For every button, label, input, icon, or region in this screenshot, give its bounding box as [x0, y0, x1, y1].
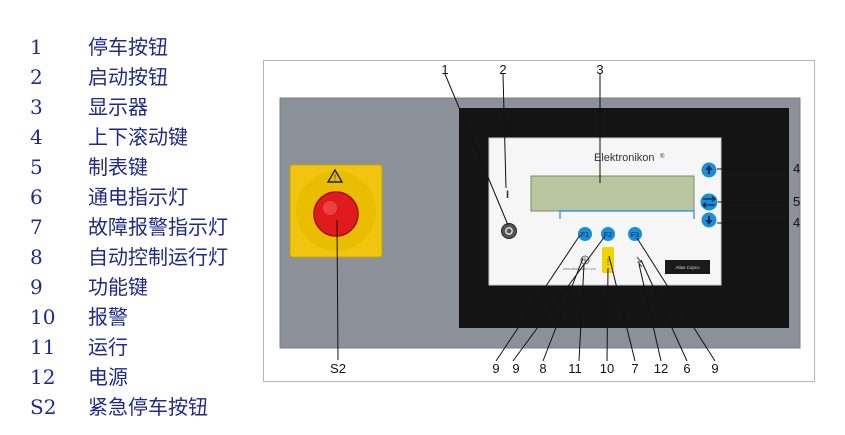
emergency-stop[interactable]: !: [289, 164, 383, 258]
legend-label: 紧急停车按钮: [88, 395, 208, 419]
legend-label: 制表键: [88, 155, 148, 179]
faceplate-small-print: www.atlascopco.com: [563, 267, 596, 271]
legend-label: 报警: [88, 305, 128, 329]
legend-number: 4: [30, 125, 43, 149]
scroll-down-key[interactable]: [701, 212, 717, 228]
estop-button[interactable]: [313, 191, 359, 237]
callout-s2: S2: [330, 361, 346, 376]
stop-button[interactable]: [501, 223, 517, 239]
function-key-f1[interactable]: F1: [578, 227, 592, 241]
scroll-up-key[interactable]: [701, 162, 717, 178]
callout-3: 3: [596, 62, 603, 77]
brand-logo-text: Atlas Copco: [675, 265, 700, 270]
callout-6: 6: [683, 361, 690, 376]
legend-label: 启动按钮: [88, 65, 168, 89]
callout-4-down: 4: [793, 215, 800, 230]
f3-label: F3: [631, 232, 639, 239]
brand-text: Elektronikon: [594, 152, 655, 164]
legend-number: 6: [30, 185, 43, 209]
estop-highlight: [323, 201, 337, 215]
legend-number: 1: [30, 35, 43, 59]
legend-number: 10: [30, 305, 56, 329]
svg-text:!: !: [334, 174, 336, 183]
callout-10: 10: [600, 361, 614, 376]
legend-number: 11: [30, 335, 56, 359]
legend-label: 停车按钮: [88, 35, 168, 59]
tab-arrows-icon: [701, 196, 717, 208]
f2-label: F2: [604, 232, 612, 239]
callout-2: 2: [499, 62, 506, 77]
f1-label: F1: [581, 232, 589, 239]
legend-label: 故障报警指示灯: [88, 215, 228, 239]
callout-11: 11: [568, 361, 582, 376]
callout-12: 12: [654, 361, 668, 376]
callout-8: 8: [539, 361, 546, 376]
controller-figure: ! Elektronikon ® I F1 F2 F3: [263, 60, 815, 382]
callout-9-f3: 9: [711, 361, 718, 376]
legend-label: 运行: [88, 335, 128, 359]
legend-number: 7: [30, 215, 43, 239]
legend-number: 8: [30, 245, 43, 269]
lcd-display: [530, 175, 695, 212]
leader-lines: [336, 73, 789, 362]
callout-4-up: 4: [793, 161, 800, 176]
legend-label: 通电指示灯: [88, 185, 188, 209]
arrow-down-icon: [705, 216, 713, 225]
callout-1: 1: [441, 62, 448, 77]
legend-number: 3: [30, 95, 43, 119]
legend-number: 2: [30, 65, 43, 89]
legend: 1 停车按钮 2 启动按钮 3 显示器 4 上下滚动键 5 制表键 6 通电指示…: [0, 0, 260, 435]
legend-number: S2: [30, 395, 57, 419]
legend-number: 12: [30, 365, 56, 389]
callout-9-f2: 9: [512, 361, 519, 376]
callout-5: 5: [793, 194, 800, 209]
alarm-symbol-icon: !: [607, 257, 610, 267]
warning-icon: !: [326, 168, 344, 183]
start-button[interactable]: I: [506, 189, 509, 201]
legend-label: 上下滚动键: [88, 125, 188, 149]
tab-key[interactable]: [700, 193, 718, 211]
callout-7: 7: [631, 361, 638, 376]
power-indicator: [636, 256, 643, 268]
legend-label: 功能键: [88, 275, 148, 299]
brand-trademark: ®: [660, 153, 665, 160]
arrow-up-icon: [705, 165, 713, 174]
legend-number: 9: [30, 275, 43, 299]
legend-label: 自动控制运行灯: [88, 245, 228, 269]
function-key-bracket: [559, 210, 695, 219]
callout-9-f1: 9: [492, 361, 499, 376]
legend-number: 5: [30, 155, 43, 179]
legend-label: 电源: [88, 365, 128, 389]
alarm-indicator: [602, 247, 614, 273]
legend-label: 显示器: [88, 95, 148, 119]
brand-logo: [665, 260, 710, 274]
function-key-f3[interactable]: F3: [628, 227, 642, 241]
cabinet-border: [279, 97, 801, 349]
